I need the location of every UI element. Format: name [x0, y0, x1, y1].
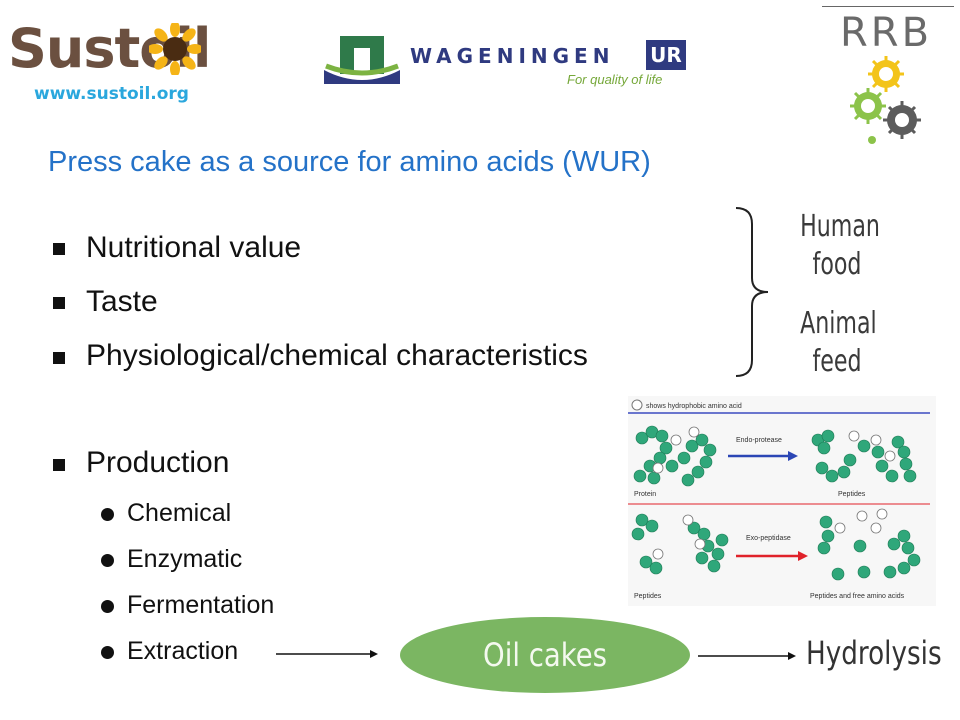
bullet-physiological-chemical: Physiological/chemical characteristics: [86, 339, 588, 372]
arrow-extraction-to-oil: [276, 650, 378, 658]
sub-bullet-marker: [101, 554, 114, 567]
bullet-nutritional-value: Nutritional value: [86, 231, 302, 264]
wageningen-tagline: For quality of life: [567, 72, 663, 87]
wageningen-ur-badge: UR: [646, 40, 686, 70]
curly-brace: [735, 207, 769, 377]
sub-bullet-marker: [101, 646, 114, 659]
exo-peptidase-label: Exo-peptidase: [746, 535, 791, 542]
peptides-top-label: Peptides: [838, 491, 866, 498]
sub-bullet-fermentation: Fermentation: [127, 591, 275, 619]
endo-protease-label: Endo-protease: [736, 437, 782, 444]
wageningen-logo-text: WAGENINGEN: [410, 44, 615, 68]
sunflower-icon: [149, 23, 201, 75]
sub-bullet-chemical: Chemical: [127, 499, 232, 527]
sub-bullet-marker: [101, 600, 114, 613]
protein-beads: [633, 425, 717, 487]
bullet-marker: [53, 297, 65, 309]
label-human-food: Human food: [800, 208, 880, 284]
gears-icon: [850, 56, 921, 144]
oil-cakes-label: Oil cakes: [483, 636, 607, 674]
peptides-free-label: Peptides and free amino acids: [810, 593, 905, 600]
oil-cakes-ellipse: [400, 617, 690, 693]
sub-bullet-enzymatic: Enzymatic: [127, 545, 243, 573]
rrb-logo-text: RRB: [840, 10, 933, 56]
label-feed: feed: [812, 344, 862, 379]
wageningen-logo-mark: [324, 36, 400, 84]
bullet-marker: [53, 459, 65, 471]
hydrolysis-label: Hydrolysis: [806, 634, 942, 672]
label-animal: Animal: [800, 306, 877, 341]
label-animal-feed: Animal feed: [800, 305, 877, 381]
sub-bullet-extraction: Extraction: [127, 637, 239, 665]
protein-label: Protein: [634, 491, 656, 498]
rrb-logo-line: [822, 6, 954, 7]
bullet-production: Production: [86, 446, 230, 479]
slide-title: Press cake as a source for amino acids (…: [48, 146, 651, 178]
enzyme-hydrolysis-diagram: shows hydrophobic amino acid Endo-protea…: [628, 396, 936, 606]
sustoil-logo: Sustoil: [8, 14, 228, 84]
arrow-oil-to-hydrolysis: [698, 652, 796, 660]
sustoil-url: www.sustoil.org: [34, 84, 189, 104]
bullet-marker: [53, 352, 65, 364]
label-food: food: [812, 247, 862, 282]
bullet-marker: [53, 243, 65, 255]
sub-bullet-marker: [101, 508, 114, 521]
peptides-bottom-label: Peptides: [634, 593, 662, 600]
label-human: Human: [800, 209, 880, 244]
diagram-legend: shows hydrophobic amino acid: [646, 403, 742, 410]
bullet-taste: Taste: [86, 285, 158, 318]
